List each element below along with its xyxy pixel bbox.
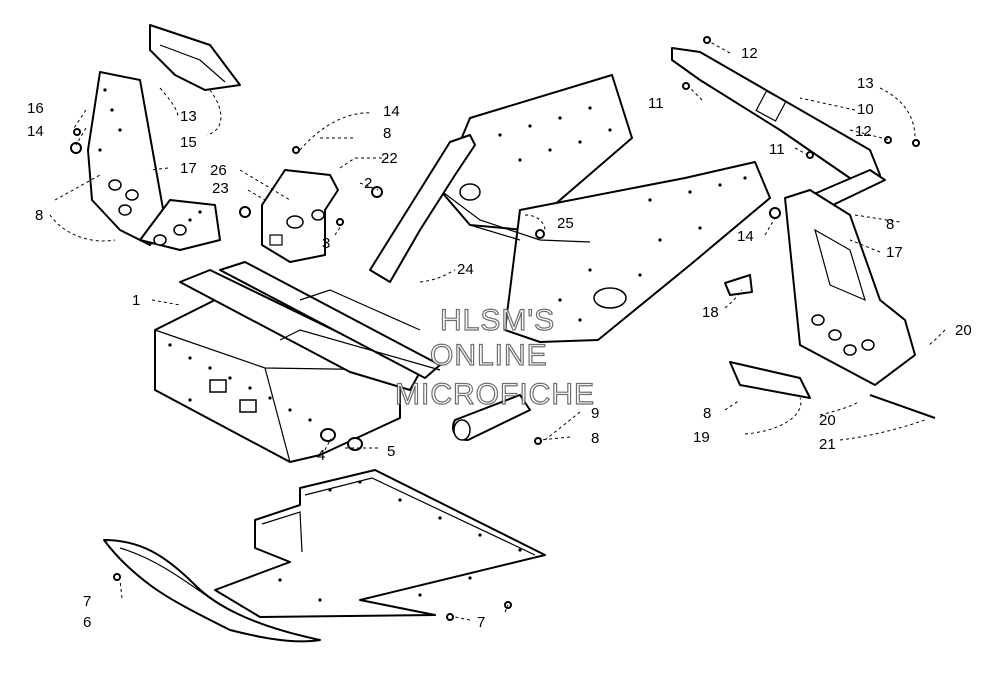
watermark-line-1: HLSM'S bbox=[440, 304, 555, 337]
callout-5: 5 bbox=[387, 443, 395, 460]
callout-23: 23 bbox=[212, 180, 229, 197]
leader-lines bbox=[49, 41, 946, 621]
callout-19: 19 bbox=[693, 429, 710, 446]
callout-8-front: 8 bbox=[591, 430, 599, 447]
callout-12-mid: 12 bbox=[855, 123, 872, 140]
callout-21: 21 bbox=[819, 436, 836, 453]
callout-11-mid: 11 bbox=[769, 141, 785, 158]
callout-8-right: 8 bbox=[886, 216, 894, 233]
callout-20-lower: 20 bbox=[819, 412, 836, 429]
callout-25: 25 bbox=[557, 215, 574, 232]
callout-1: 1 bbox=[132, 292, 140, 309]
callout-20-right: 20 bbox=[955, 322, 972, 339]
callout-8-center: 8 bbox=[383, 125, 391, 142]
callout-18: 18 bbox=[702, 304, 719, 321]
callout-16: 16 bbox=[27, 100, 44, 117]
watermark: HLSM'S ONLINE MICROFICHE bbox=[394, 303, 595, 411]
watermark-line-3: MICROFICHE bbox=[395, 378, 595, 411]
callout-22: 22 bbox=[381, 150, 398, 167]
callout-17-left: 17 bbox=[180, 160, 197, 177]
front-nose-pan bbox=[103, 539, 321, 643]
callout-24: 24 bbox=[457, 261, 474, 278]
callout-14-right: 14 bbox=[737, 228, 754, 245]
callout-14-left: 14 bbox=[27, 123, 44, 140]
watermark-line-2: ONLINE bbox=[430, 339, 548, 372]
belly-pan bbox=[214, 469, 546, 618]
callout-8-left: 8 bbox=[35, 207, 43, 224]
callout-labels: 1 2 3 4 5 6 7 7 8 8 8 8 8 9 10 11 11 12 … bbox=[27, 45, 972, 631]
callout-15: 15 bbox=[180, 134, 197, 151]
callout-10: 10 bbox=[857, 101, 874, 118]
right-footrest-bracket bbox=[784, 189, 916, 386]
small-hardware bbox=[70, 36, 936, 621]
callout-4: 4 bbox=[317, 447, 325, 464]
callout-6: 6 bbox=[83, 614, 91, 631]
callout-7-bottom: 7 bbox=[477, 614, 485, 631]
callout-13-left: 13 bbox=[180, 108, 197, 125]
callout-8-lower: 8 bbox=[703, 405, 711, 422]
callout-13-right: 13 bbox=[857, 75, 874, 92]
callout-12-top: 12 bbox=[741, 45, 758, 62]
callout-7-left: 7 bbox=[83, 593, 91, 610]
callout-17-right: 17 bbox=[886, 244, 903, 261]
callout-2: 2 bbox=[364, 175, 372, 192]
callout-26: 26 bbox=[210, 162, 227, 179]
callout-3: 3 bbox=[322, 235, 330, 252]
callout-9: 9 bbox=[591, 405, 599, 422]
callout-11-top: 11 bbox=[648, 95, 664, 112]
steering-post-bracket bbox=[261, 169, 339, 263]
chassis-tunnel bbox=[154, 74, 771, 463]
callout-14-center: 14 bbox=[383, 103, 400, 120]
left-footrest-bracket bbox=[87, 24, 241, 251]
